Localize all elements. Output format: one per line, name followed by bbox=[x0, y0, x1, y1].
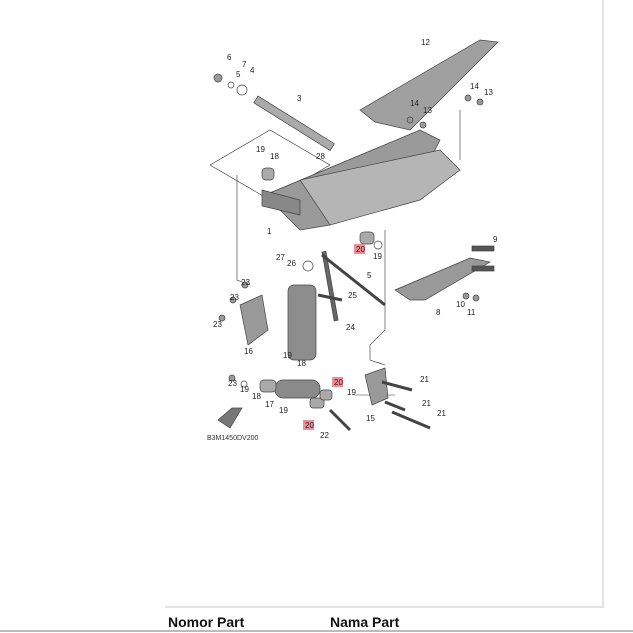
part-callout[interactable]: 7 bbox=[242, 60, 247, 69]
label-highlight bbox=[332, 377, 343, 387]
part-callout[interactable]: 23 bbox=[228, 379, 237, 388]
part-callout[interactable]: 21 bbox=[422, 399, 431, 408]
part-callout[interactable]: 26 bbox=[287, 259, 296, 268]
part-callout[interactable]: 19 bbox=[347, 388, 356, 397]
part-callout[interactable]: 18 bbox=[297, 359, 306, 368]
part-callout[interactable]: 16 bbox=[244, 347, 253, 356]
part-callout[interactable]: 17 bbox=[265, 400, 274, 409]
label-highlight bbox=[303, 420, 314, 430]
diagram-code: B3M1450DV200 bbox=[207, 435, 258, 442]
panel-bottom-border bbox=[165, 606, 604, 608]
part-callout[interactable]: 23 bbox=[241, 278, 250, 287]
part-callout[interactable]: 5 bbox=[236, 70, 241, 79]
part-callout[interactable]: 3 bbox=[297, 94, 302, 103]
part-callout[interactable]: 21 bbox=[437, 409, 446, 418]
part-callout[interactable]: 5 bbox=[367, 271, 372, 280]
part-callout[interactable]: 27 bbox=[276, 253, 285, 262]
part-callout[interactable]: 18 bbox=[270, 152, 279, 161]
panel-right-border bbox=[602, 0, 604, 608]
part-callout[interactable]: 13 bbox=[484, 88, 493, 97]
part-callout[interactable]: 20 bbox=[356, 245, 365, 254]
label-highlight bbox=[354, 244, 365, 254]
part-callout[interactable]: 20 bbox=[305, 421, 314, 430]
part-callout[interactable]: 19 bbox=[373, 252, 382, 261]
part-callout[interactable]: 23 bbox=[213, 320, 222, 329]
part-callout[interactable]: 22 bbox=[320, 431, 329, 440]
part-callout[interactable]: 8 bbox=[436, 308, 441, 317]
part-callout[interactable]: 9 bbox=[493, 235, 498, 244]
part-callout[interactable]: 15 bbox=[366, 414, 375, 423]
part-callout[interactable]: 14 bbox=[470, 82, 479, 91]
part-callout[interactable]: 28 bbox=[316, 152, 325, 161]
part-callout[interactable]: 12 bbox=[421, 38, 430, 47]
part-callout[interactable]: 18 bbox=[252, 392, 261, 401]
part-callout[interactable]: 21 bbox=[420, 375, 429, 384]
table-header-divider bbox=[0, 630, 633, 632]
part-callout[interactable]: 20 bbox=[334, 378, 343, 387]
part-callout[interactable]: 25 bbox=[348, 291, 357, 300]
part-callout[interactable]: 19 bbox=[240, 385, 249, 394]
part-callout[interactable]: 14 bbox=[410, 99, 419, 108]
column-header-part-name: Nama Part bbox=[330, 614, 400, 630]
part-callout[interactable]: 24 bbox=[346, 323, 355, 332]
column-header-part-number: Nomor Part bbox=[168, 614, 245, 630]
part-callout[interactable]: 19 bbox=[283, 351, 292, 360]
part-callout[interactable]: 6 bbox=[227, 53, 232, 62]
part-callout[interactable]: 4 bbox=[250, 66, 255, 75]
part-callout[interactable]: 13 bbox=[423, 106, 432, 115]
part-callout[interactable]: 19 bbox=[256, 145, 265, 154]
part-callout[interactable]: 11 bbox=[467, 308, 476, 317]
part-callout[interactable]: 10 bbox=[456, 300, 465, 309]
part-callout[interactable]: 23 bbox=[230, 293, 239, 302]
part-callout[interactable]: 1 bbox=[267, 227, 272, 236]
part-callout[interactable]: 19 bbox=[279, 406, 288, 415]
